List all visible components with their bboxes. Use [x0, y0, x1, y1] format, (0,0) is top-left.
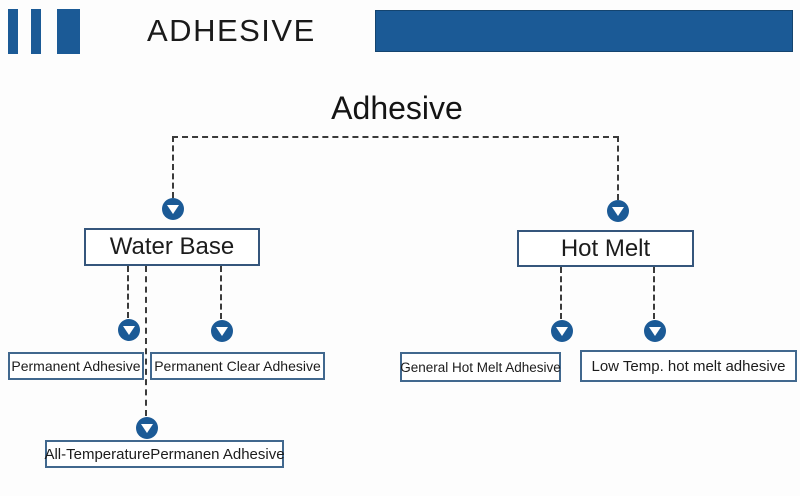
connector-root-horizontal [172, 136, 619, 138]
connector-water-base-to-all-temp [145, 266, 147, 416]
connector-hot-melt-to-low-temp [653, 267, 655, 319]
connector-hot-melt-to-general [560, 267, 562, 319]
circle-down-arrow-icon [136, 417, 158, 439]
diagram-root-title: Adhesive [331, 90, 463, 126]
node-low-temp-hot-melt-adhesive: Low Temp. hot melt adhesive [580, 350, 797, 382]
brand-bar-icon [31, 9, 41, 54]
brand-bar-icon [57, 9, 80, 54]
circle-down-arrow-icon [211, 320, 233, 342]
circle-down-arrow-icon [118, 319, 140, 341]
header-brand-text: ADHESIVE [147, 13, 316, 48]
node-permanent-adhesive: Permanent Adhesive [8, 352, 144, 380]
node-permanent-clear-adhesive: Permanent Clear Adhesive [150, 352, 325, 380]
node-water-base: Water Base [84, 228, 260, 266]
node-all-temperature-permanent-adhesive: All-TemperaturePermanen Adhesive [44, 440, 285, 468]
connector-water-base-to-permanent-clear [220, 266, 222, 319]
circle-down-arrow-icon [162, 198, 184, 220]
circle-down-arrow-icon [551, 320, 573, 342]
connector-root-to-water-base [172, 136, 174, 198]
brand-bar-icon [8, 9, 18, 54]
node-general-hot-melt-adhesive: General Hot Melt Adhesive [400, 352, 561, 382]
node-hot-melt: Hot Melt [517, 230, 694, 267]
connector-root-to-hot-melt [617, 136, 619, 200]
circle-down-arrow-icon [607, 200, 629, 222]
circle-down-arrow-icon [644, 320, 666, 342]
connector-water-base-to-permanent [127, 266, 129, 318]
header-accent-bar [375, 10, 793, 52]
